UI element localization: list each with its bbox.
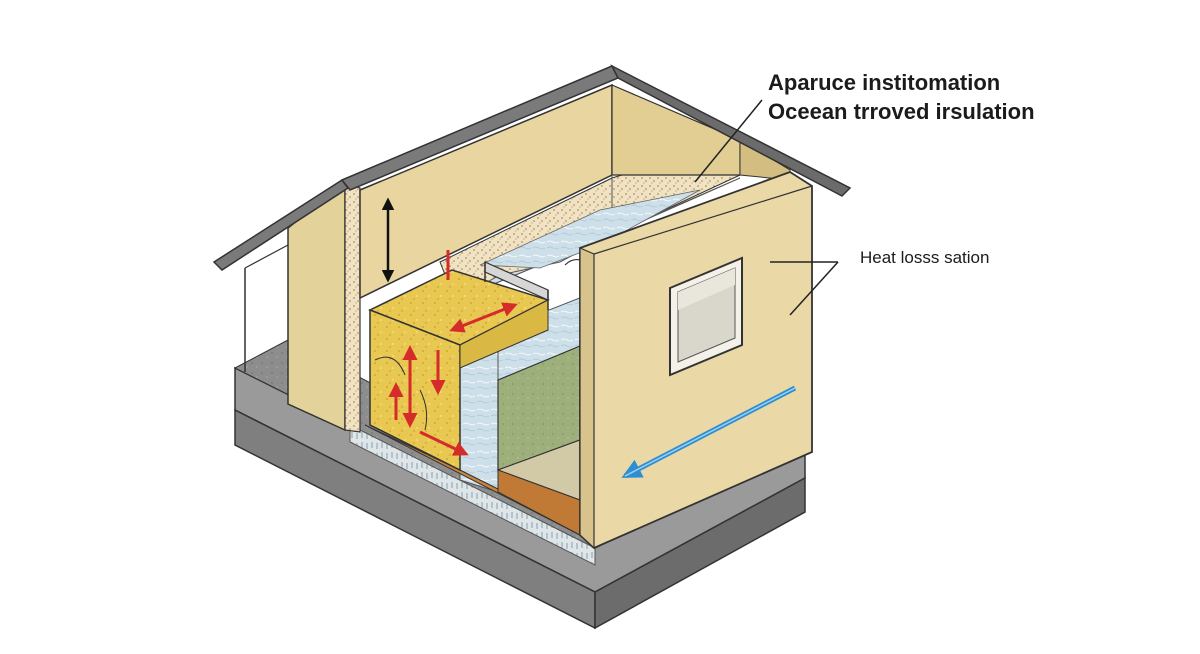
blue-airflow-arrow-icon (621, 385, 797, 479)
roof (212, 64, 852, 271)
window-icon (669, 256, 743, 377)
leader-lines (564, 99, 839, 316)
annotation-title-line-1: Aparuce institomation (768, 70, 1001, 95)
vent-bracket (484, 261, 549, 310)
red-heat-flow-arrow-icon (388, 250, 518, 456)
annotation-title-line-2: Oceean trroved irsulation (768, 99, 1035, 124)
heat-loss-callout-label: Heat losss sation (860, 248, 990, 267)
